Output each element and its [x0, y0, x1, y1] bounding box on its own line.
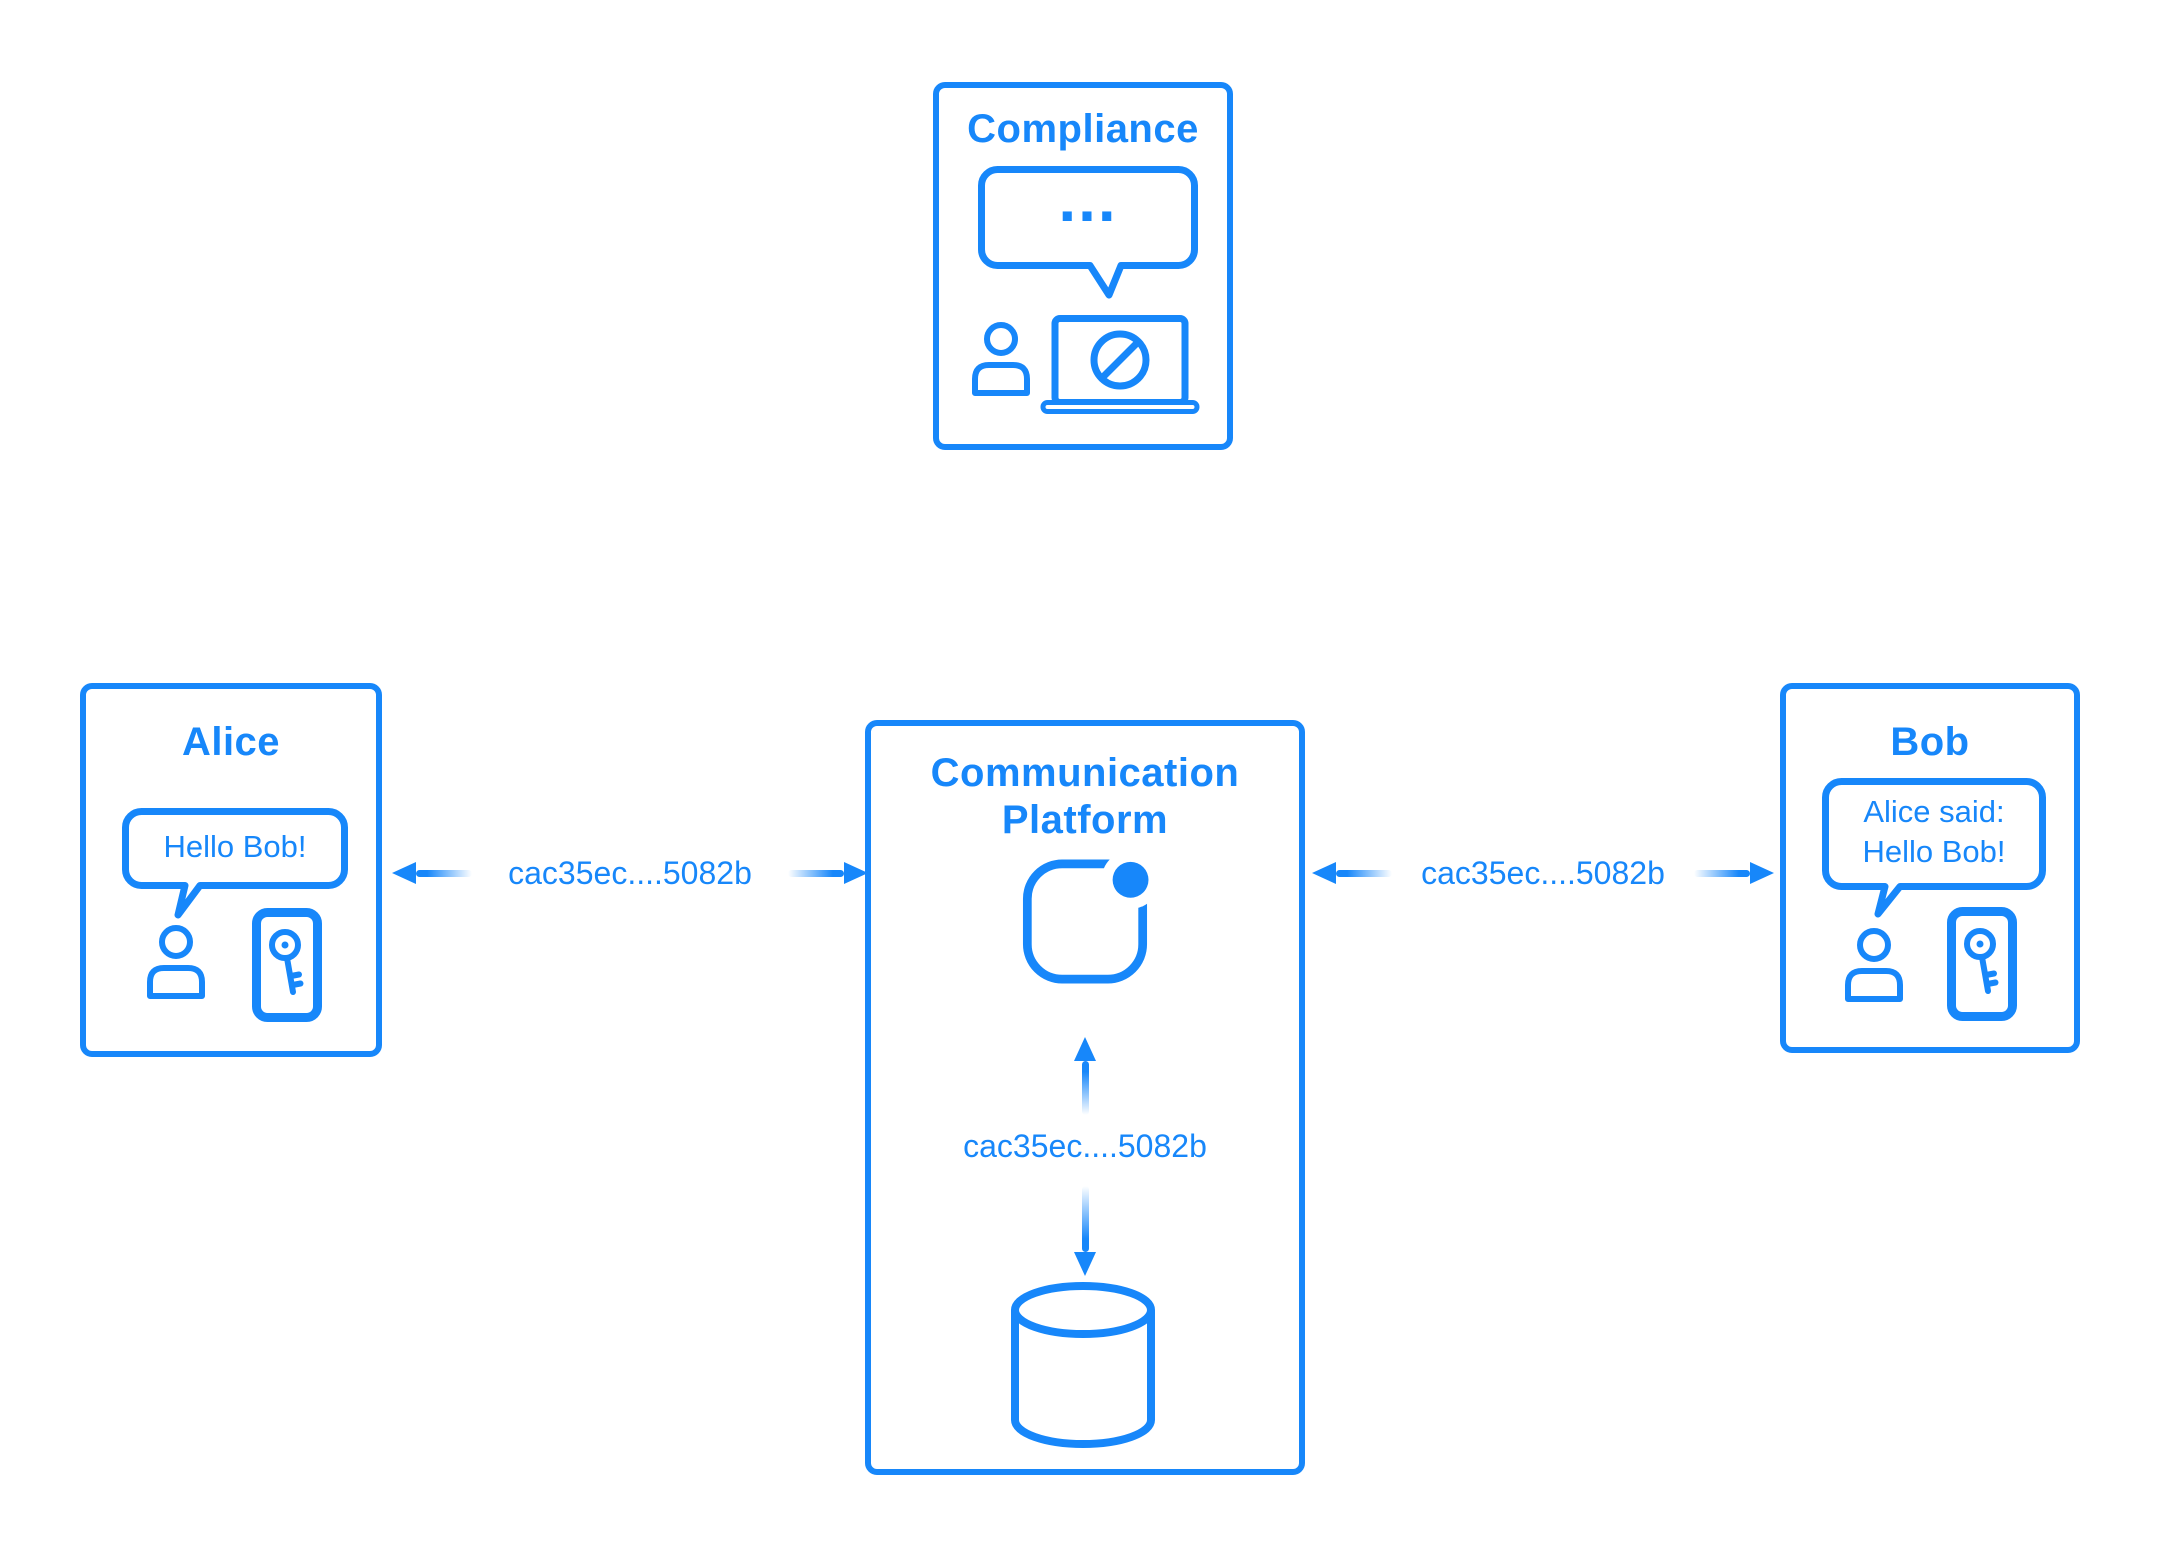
person-icon: [147, 925, 205, 999]
arrow-up-to-app: [1074, 1037, 1096, 1115]
bob-bubble-text: Alice said: Hello Bob!: [1862, 794, 2006, 869]
arrowhead-right: [843, 862, 868, 884]
key-card-icon: [1947, 907, 2017, 1021]
alice-box: Alice Hello Bob!: [80, 683, 382, 1057]
communication-platform-box: Communication Platform cac35ec....5082b: [865, 720, 1305, 1475]
arrow-to-platform: [787, 862, 868, 884]
speech-bubble: [978, 166, 1198, 299]
arrowhead-right: [1749, 862, 1774, 884]
speech-bubble: [122, 808, 348, 919]
database-icon: [1011, 1282, 1155, 1448]
typing-dots: ...: [1058, 163, 1118, 236]
compliance-title: Compliance: [967, 107, 1199, 151]
alice-title: Alice: [181, 720, 281, 764]
person-icon: [972, 322, 1030, 396]
encrypted-message-label: cac35ec....5082b: [508, 854, 752, 891]
bob-title: Bob: [1890, 720, 1970, 764]
link-platform-bob: cac35ec....5082b: [1312, 851, 1774, 895]
arrow-to-alice: [392, 862, 472, 884]
encrypted-message-label: cac35ec....5082b: [1421, 854, 1665, 891]
person-icon: [1845, 928, 1903, 1002]
app-icon: [1022, 850, 1160, 984]
arrowhead-left: [1312, 862, 1336, 884]
laptop-blocked-icon: [1040, 315, 1200, 414]
platform-title: Communication Platform: [930, 751, 1240, 843]
speech-bubble: [1822, 778, 2046, 918]
compliance-box: Compliance ...: [933, 82, 1233, 450]
arrow-to-platform: [1312, 862, 1392, 884]
arrowhead-left: [392, 862, 416, 884]
bob-box: Bob Alice said: Hello Bob!: [1780, 683, 2080, 1053]
arrowhead-down: [1074, 1252, 1096, 1276]
alice-bubble-text: Hello Bob!: [163, 829, 307, 865]
storage-hash-label: cac35ec....5082b: [963, 1128, 1207, 1164]
link-alice-platform: cac35ec....5082b: [392, 851, 868, 895]
arrowhead-up: [1074, 1037, 1096, 1061]
arrow-down-to-database: [1074, 1186, 1096, 1276]
key-card-icon: [252, 908, 322, 1022]
arrow-to-bob: [1693, 862, 1774, 884]
